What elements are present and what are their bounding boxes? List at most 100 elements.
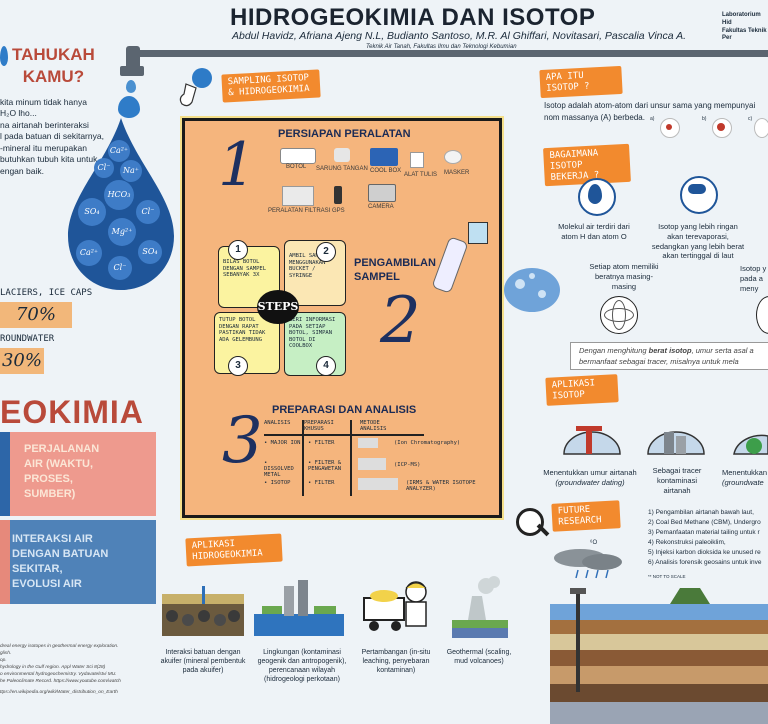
- gps-icon: [334, 186, 342, 204]
- filter-icon: [282, 186, 314, 206]
- tool-label: COOL BOX: [370, 168, 402, 174]
- mining-cart-icon: [363, 590, 405, 631]
- atom-c-icon: [754, 118, 768, 138]
- step-2-number: 2: [380, 284, 421, 358]
- cross-section-illustration: [550, 549, 768, 724]
- table-cell: (IRMS & WATER ISOTOPE ANALYZER): [406, 480, 476, 492]
- iso-app-1-title: Menentukkan umur airtanah: [543, 468, 637, 477]
- miner-icon: [405, 581, 427, 627]
- ion-bubble: Ca²⁺: [108, 140, 130, 162]
- setiap-caption: Setiap atom memiliki beratnya masing-mas…: [589, 262, 659, 291]
- coolbox-icon: [370, 148, 398, 166]
- apa-itu-isotop-text: Isotop adalah atom-atom dari unsur sama …: [544, 101, 756, 122]
- atom-a-nucleus: [666, 124, 672, 130]
- faucet-icon: [120, 66, 144, 76]
- water-drop-icon: [126, 80, 136, 93]
- affiliation: Teknik Air Tanah, Fakultas Ilmu dan Tekn…: [366, 44, 517, 50]
- groundwater-percent: 30%: [0, 348, 44, 374]
- step-3-number: 3: [222, 404, 263, 478]
- geokimia-title: EOKIMIA: [0, 394, 144, 430]
- atom-label-a: a): [650, 116, 655, 122]
- note-number: 3: [228, 356, 248, 376]
- app-caption-1: Interaksi batuan dengan akuifer (mineral…: [160, 649, 246, 675]
- summary-box: Dengan menghitung berat isotop, umur ser…: [570, 342, 768, 370]
- well-pump-icon: [563, 426, 621, 455]
- step-1-number: 1: [218, 130, 257, 200]
- fact-text: kita minum tidak hanya H₂O lho... na air…: [0, 97, 104, 176]
- water-drop-icon: [0, 46, 8, 66]
- camera-icon: [368, 184, 396, 202]
- molekul-caption: Molekul air terdiri dari atom H dan atom…: [558, 222, 630, 241]
- bottle-icon: [280, 148, 316, 164]
- cloud-icon: [680, 176, 718, 214]
- authors: Abdul Havidz, Afriana Ajeng N.L, Budiant…: [232, 30, 687, 42]
- table-cell: • FILTER: [308, 480, 335, 486]
- app-caption-2: Lingkungan (kontaminasi geogenik dan ant…: [257, 649, 347, 684]
- city-icon: [254, 580, 344, 636]
- analysis-table: ANALISIS PREPARASI KHUSUS METODE ANALISI…: [264, 420, 494, 502]
- hidro-tag: APLIKASI HIDROGEOKIMIA: [185, 533, 283, 567]
- ion-bubble: Na⁺: [120, 160, 142, 182]
- ion-bubble: Cl⁻: [108, 256, 132, 280]
- tool-label: ALAT TULIS: [404, 172, 438, 178]
- iso-app-1-sub: (groundwater dating): [555, 478, 625, 487]
- water-drop-icon: [118, 96, 140, 118]
- note-number: 4: [316, 356, 336, 376]
- ion-bubble: Cl⁻: [94, 158, 114, 178]
- note-number: 1: [228, 240, 248, 260]
- gloves-icon: [334, 148, 350, 162]
- steps-badge: STEPS: [257, 290, 299, 324]
- atom-b-nucleus: [717, 123, 725, 131]
- geokimia-box-1: [0, 432, 156, 516]
- table-cell: • FILTER & PENGAWETAN: [308, 460, 342, 472]
- iso-app-3-title: Menentukkan: [722, 468, 768, 477]
- table-cell: • DISSOLVED METAL: [264, 460, 294, 478]
- references: dreal energy isotopes in geothermal ener…: [0, 644, 121, 695]
- ringan-caption: Isotop yang lebih ringan akan terevapora…: [651, 222, 745, 261]
- step-1-title: PERSIAPAN PERALATAN: [278, 128, 411, 140]
- cloud-fill: [688, 184, 706, 194]
- step-note-4: BERI INFORMASI PADA SETIAP BOTOL, SIMPAN…: [284, 312, 346, 376]
- magnifier-icon: [516, 508, 544, 536]
- ion-bubble: SO₄: [78, 198, 106, 226]
- note-number: 2: [316, 242, 336, 262]
- app-caption-4: Geothermal (scaling, mud volcanoes): [446, 649, 512, 666]
- future-research-list: 1) Pengambilan airtanah bawah laut,2) Co…: [648, 509, 762, 567]
- o-label: ⁶O: [590, 540, 598, 546]
- table-cell: • MAJOR ION: [264, 440, 301, 446]
- ion-bubble: Mg²⁺: [108, 218, 136, 246]
- pipe-elbow: [126, 46, 140, 70]
- flask-water-illustration: [504, 268, 560, 312]
- apa-itu-isotop-tag: APA ITU ISOTOP ?: [539, 65, 623, 98]
- tool-label: BOTOL: [286, 164, 307, 170]
- table-cell: • ISOTOP: [264, 480, 291, 486]
- beaker-icon: [468, 222, 488, 244]
- poster-title: HIDROGEOKIMIA DAN ISOTOP: [230, 4, 596, 31]
- table-header: METODE ANALISIS: [360, 420, 387, 432]
- future-research-tag: FUTURE RESEARCH: [551, 500, 621, 532]
- atom-label-b: b): [702, 116, 707, 122]
- iso-app-3-sub: (groundwate: [722, 478, 764, 487]
- flask-icon: [179, 68, 212, 107]
- table-cell: (Ion Chromatography): [394, 440, 461, 446]
- aplikasi-isotop-tag: APLIKASI ISOTOP: [545, 374, 619, 406]
- tool-label: PERALATAN FILTRASI: [268, 208, 331, 214]
- box2-side: [0, 520, 10, 604]
- geothermal-icon: [452, 576, 508, 638]
- app-caption-3: Pertambangan (in-situ leaching, penyebar…: [361, 649, 431, 675]
- glaciers-percent: 70%: [0, 302, 72, 328]
- pipe: [136, 50, 768, 57]
- tool-label: GPS: [332, 208, 345, 214]
- aquifer-icon: [162, 586, 244, 636]
- not-to-scale-note: ** NOT TO SCALE: [648, 574, 686, 579]
- ion-bubble: Cl⁻: [136, 200, 160, 224]
- box1-side: [0, 432, 10, 516]
- tool-label: SARUNG TANGAN: [316, 166, 368, 172]
- right-edge-circle: [756, 296, 768, 334]
- step-3-title: PREPARASI DAN ANALISIS: [272, 404, 417, 416]
- table-cell: (ICP-MS): [394, 462, 421, 468]
- ion-bubble: SO₄: [138, 240, 162, 264]
